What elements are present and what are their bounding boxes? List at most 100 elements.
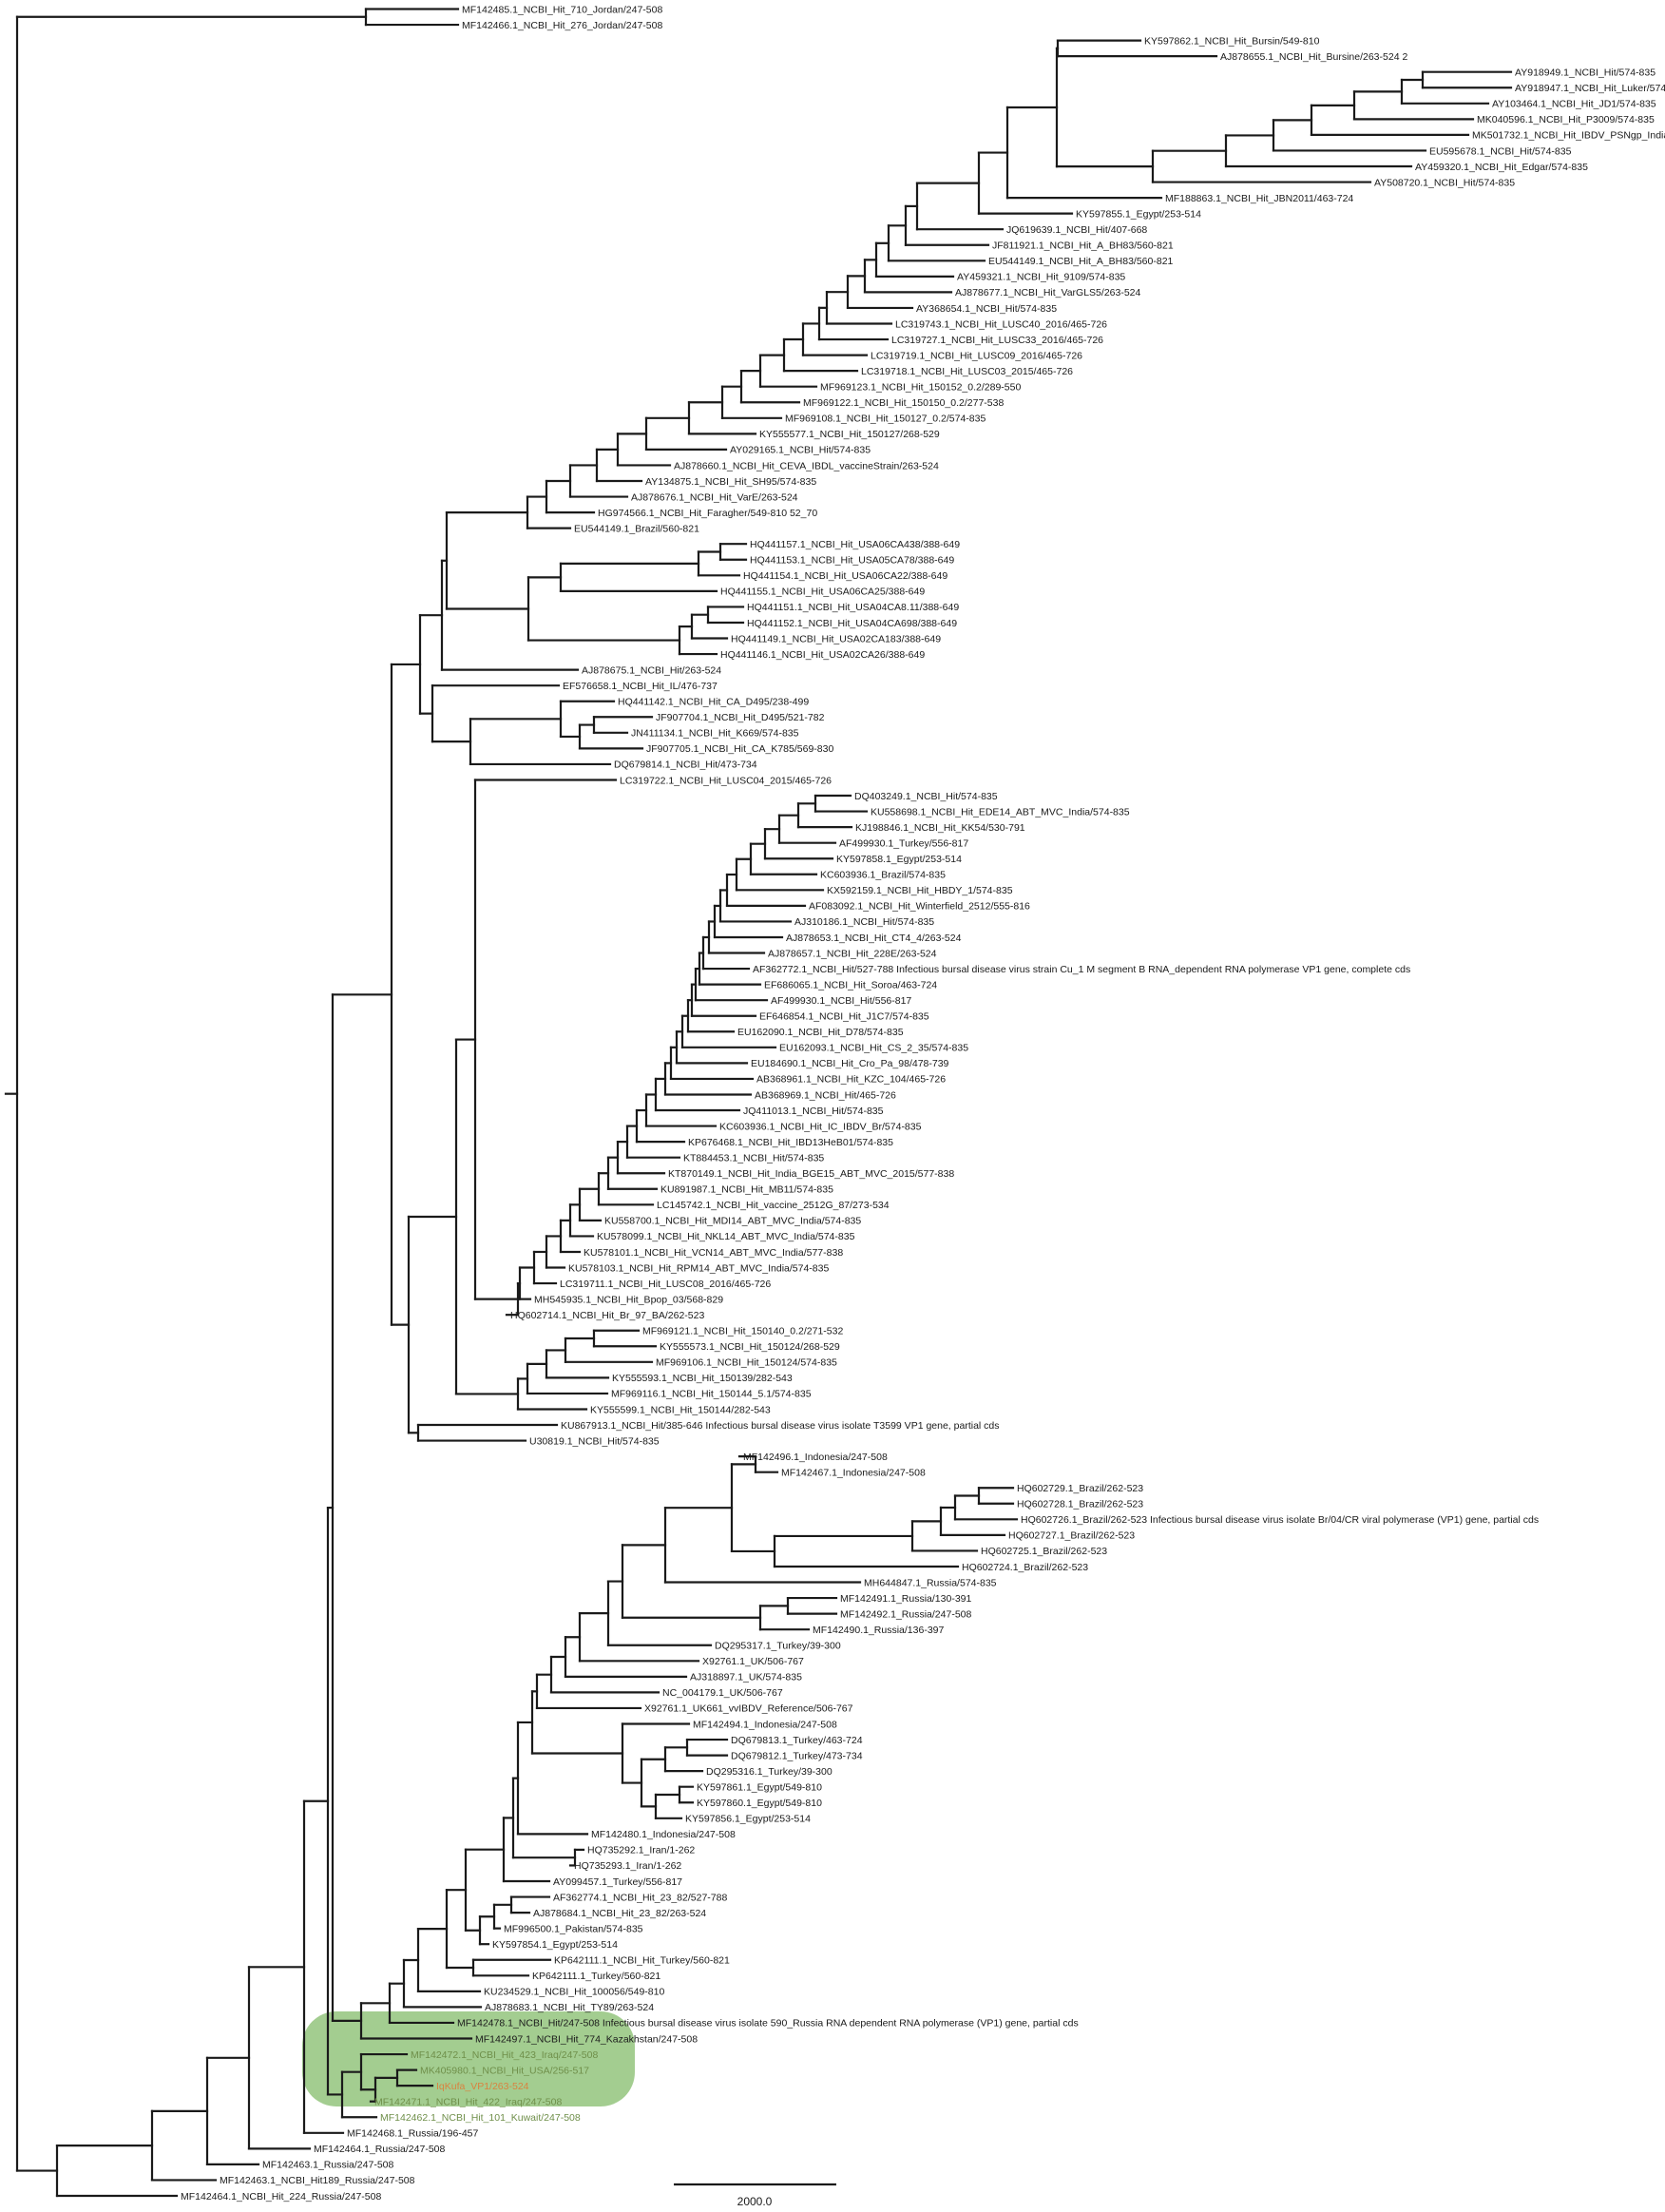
leaf-label: MF969122.1_NCBI_Hit_150150_0.2/277-538 [803,397,1004,409]
leaf-label: KY555577.1_NCBI_Hit_150127/268-529 [759,429,940,440]
leaf-label: MF969123.1_NCBI_Hit_150152_0.2/289-550 [820,382,1021,394]
leaf-label: MF969106.1_NCBI_Hit_150124/574-835 [656,1357,837,1369]
leaf-label: KU891987.1_NCBI_Hit_MB11/574-835 [660,1184,833,1196]
leaf-label: KU578103.1_NCBI_Hit_RPM14_ABT_MVC_India/… [568,1262,829,1274]
leaf-label: DQ295316.1_Turkey/39-300 [706,1766,832,1778]
leaf-label: HQ441154.1_NCBI_Hit_USA06CA22/388-649 [743,570,947,582]
leaf-label: KP642111.1_NCBI_Hit_Turkey/560-821 [554,1955,730,1967]
leaf-label: KX592159.1_NCBI_Hit_HBDY_1/574-835 [827,885,1013,896]
leaf-label: MF188863.1_NCBI_Hit_JBN2011/463-724 [1165,193,1353,204]
leaf-label: MF142478.1_NCBI_Hit/247-508 Infectious b… [457,2018,1079,2029]
leaf-label: KU578101.1_NCBI_Hit_VCN14_ABT_MVC_India/… [584,1247,843,1259]
leaf-label: KJ198846.1_NCBI_Hit_KK54/530-791 [855,822,1025,834]
leaf-label: HQ441142.1_NCBI_Hit_CA_D495/238-499 [618,697,809,708]
leaf-label: DQ679813.1_Turkey/463-724 [731,1735,863,1746]
leaf-label: JF811921.1_NCBI_Hit_A_BH83/560-821 [992,240,1174,252]
leaf-label: MF142466.1_NCBI_Hit_276_Jordan/247-508 [462,20,662,31]
leaf-label: MF996500.1_Pakistan/574-835 [504,1923,643,1934]
leaf-label: KY555599.1_NCBI_Hit_150144/282-543 [590,1404,771,1415]
leaf-label: JF907704.1_NCBI_Hit_D495/521-782 [656,712,825,723]
leaf-label: JF907705.1_NCBI_Hit_CA_K785/569-830 [646,743,833,755]
leaf-label: KU558700.1_NCBI_Hit_MDI14_ABT_MVC_India/… [604,1216,861,1227]
leaf-label: AJ878675.1_NCBI_Hit/263-524 [582,664,721,676]
leaf-label: KY597856.1_Egypt/253-514 [685,1814,811,1825]
leaf-label: KU867913.1_NCBI_Hit/385-646 Infectious b… [561,1420,1000,1432]
leaf-label: MF142491.1_Russia/130-391 [840,1593,972,1605]
leaf-label: AJ318897.1_UK/574-835 [690,1672,802,1683]
leaf-label: MF142472.1_NCBI_Hit_423_Iraq/247-508 [411,2049,598,2061]
leaf-label: MF142497.1_NCBI_Hit_774_Kazakhstan/247-5… [475,2033,698,2045]
leaf-label: DQ679814.1_NCBI_Hit/473-734 [614,760,757,771]
leaf-label: KY555593.1_NCBI_Hit_150139/282-543 [612,1373,793,1384]
leaf-label: HQ602727.1_Brazil/262-523 [1008,1530,1135,1542]
leaf-label: MF142485.1_NCBI_Hit_710_Jordan/247-508 [462,4,662,15]
leaf-label: MF969121.1_NCBI_Hit_150140_0.2/271-532 [642,1326,843,1337]
leaf-label: MF142494.1_Indonesia/247-508 [693,1719,837,1730]
leaf-label: MH545935.1_NCBI_Hit_Bpop_03/568-829 [534,1294,723,1305]
leaf-label: EU544149.1_NCBI_Hit_A_BH83/560-821 [988,256,1174,267]
leaf-label: MF142492.1_Russia/247-508 [840,1608,972,1620]
leaf-label: AF083092.1_NCBI_Hit_Winterfield_2512/555… [809,901,1030,913]
leaf-label: X92761.1_UK661_vvIBDV_Reference/506-767 [644,1703,853,1715]
leaf-label: MF969108.1_NCBI_Hit_150127_0.2/574-835 [785,414,986,425]
scale-bar-label: 2000.0 [737,2195,773,2208]
leaf-label: AF499930.1_Turkey/556-817 [839,837,968,849]
leaf-label: JQ619639.1_NCBI_Hit/407-668 [1006,224,1147,236]
leaf-label: DQ295317.1_Turkey/39-300 [715,1641,841,1652]
leaf-label: KU234529.1_NCBI_Hit_100056/549-810 [484,1987,664,1998]
leaf-label: AY099457.1_Turkey/556-817 [553,1876,682,1888]
leaf-label: EU162090.1_NCBI_Hit_D78/574-835 [737,1027,904,1038]
leaf-label: MF142468.1_Russia/196-457 [347,2128,479,2140]
leaf-label: LC319743.1_NCBI_Hit_LUSC40_2016/465-726 [895,318,1107,330]
leaf-label: AY134875.1_NCBI_Hit_SH95/574-835 [645,476,816,488]
leaf-label: AJ878683.1_NCBI_Hit_TY89/263-524 [485,2002,654,2013]
leaf-label: MF142463.1_Russia/247-508 [262,2160,394,2171]
leaf-label: KT884453.1_NCBI_Hit/574-835 [683,1152,824,1164]
leaf-label: MH644847.1_Russia/574-835 [864,1577,997,1588]
leaf-label: KY597860.1_Egypt/549-810 [697,1798,822,1809]
leaf-label: HQ602714.1_NCBI_Hit_Br_97_BA/262-523 [510,1310,704,1321]
leaf-label: HQ735293.1_Iran/1-262 [574,1860,681,1872]
leaf-label: HQ602724.1_Brazil/262-523 [962,1562,1088,1573]
leaf-labels: MF142485.1_NCBI_Hit_710_Jordan/247-508MF… [181,4,1665,2202]
leaf-label: AJ878684.1_NCBI_Hit_23_82/263-524 [533,1908,706,1919]
leaf-label: MF142467.1_Indonesia/247-508 [781,1467,926,1478]
leaf-label: KY597861.1_Egypt/549-810 [697,1781,822,1793]
leaf-label: HQ602728.1_Brazil/262-523 [1017,1499,1143,1510]
leaf-label: AF362774.1_NCBI_Hit_23_82/527-788 [553,1892,727,1903]
leaf-label: LC145742.1_NCBI_Hit_vaccine_2512G_87/273… [657,1200,890,1211]
leaf-label: KY597855.1_Egypt/253-514 [1076,208,1201,220]
tree-branches [4,8,1513,2198]
leaf-label: MF142462.1_NCBI_Hit_101_Kuwait/247-508 [380,2112,581,2124]
leaf-label: HQ602725.1_Brazil/262-523 [981,1546,1107,1557]
leaf-label: AB368969.1_NCBI_Hit/465-726 [755,1089,896,1101]
leaf-label: X92761.1_UK/506-767 [702,1656,804,1667]
leaf-label: MK405980.1_NCBI_Hit_USA/256-517 [420,2065,589,2076]
leaf-label: U30819.1_NCBI_Hit/574-835 [529,1435,660,1447]
leaf-label: AF499930.1_NCBI_Hit/556-817 [771,995,911,1007]
leaf-label: MF142480.1_Indonesia/247-508 [591,1829,736,1840]
leaf-label: HQ441151.1_NCBI_Hit_USA04CA8.11/388-649 [747,602,959,613]
leaf-label: HQ441146.1_NCBI_Hit_USA02CA26/388-649 [720,649,925,661]
leaf-label: MF969116.1_NCBI_Hit_150144_5.1/574-835 [611,1389,812,1400]
leaf-label: KC603936.1_Brazil/574-835 [820,870,946,881]
leaf-label: EU162093.1_NCBI_Hit_CS_2_35/574-835 [779,1043,968,1054]
highlight-clade-box [302,2011,635,2106]
leaf-label: AJ878655.1_NCBI_Hit_Bursine/263-524 2 [1220,51,1407,63]
leaf-label: AY029165.1_NCBI_Hit/574-835 [730,445,871,456]
leaf-label: HQ602729.1_Brazil/262-523 [1017,1483,1143,1494]
leaf-label: AY459320.1_NCBI_Hit_Edgar/574-835 [1415,162,1588,173]
leaf-label: AY459321.1_NCBI_Hit_9109/574-835 [957,272,1125,283]
leaf-label: AJ310186.1_NCBI_Hit/574-835 [794,916,934,928]
leaf-label: LC319718.1_NCBI_Hit_LUSC03_2015/465-726 [861,366,1073,377]
leaf-label: AJ878676.1_NCBI_Hit_VarE/263-524 [631,491,798,503]
leaf-label: AY918949.1_NCBI_Hit/574-835 [1515,67,1655,79]
leaf-label: KP642111.1_Turkey/560-821 [532,1971,660,1982]
leaf-label: EU184690.1_NCBI_Hit_Cro_Pa_98/478-739 [751,1058,949,1069]
leaf-label: AF362772.1_NCBI_Hit/527-788 Infectious b… [753,964,1410,975]
leaf-label: DQ403249.1_NCBI_Hit/574-835 [854,791,998,802]
leaf-label: KY597862.1_NCBI_Hit_Bursin/549-810 [1144,35,1320,47]
leaf-label: KT870149.1_NCBI_Hit_India_BGE15_ABT_MVC_… [668,1168,954,1180]
leaf-label: KC603936.1_NCBI_Hit_IC_IBDV_Br/574-835 [719,1121,922,1132]
leaf-label: MF142464.1_NCBI_Hit_224_Russia/247-508 [181,2191,381,2202]
